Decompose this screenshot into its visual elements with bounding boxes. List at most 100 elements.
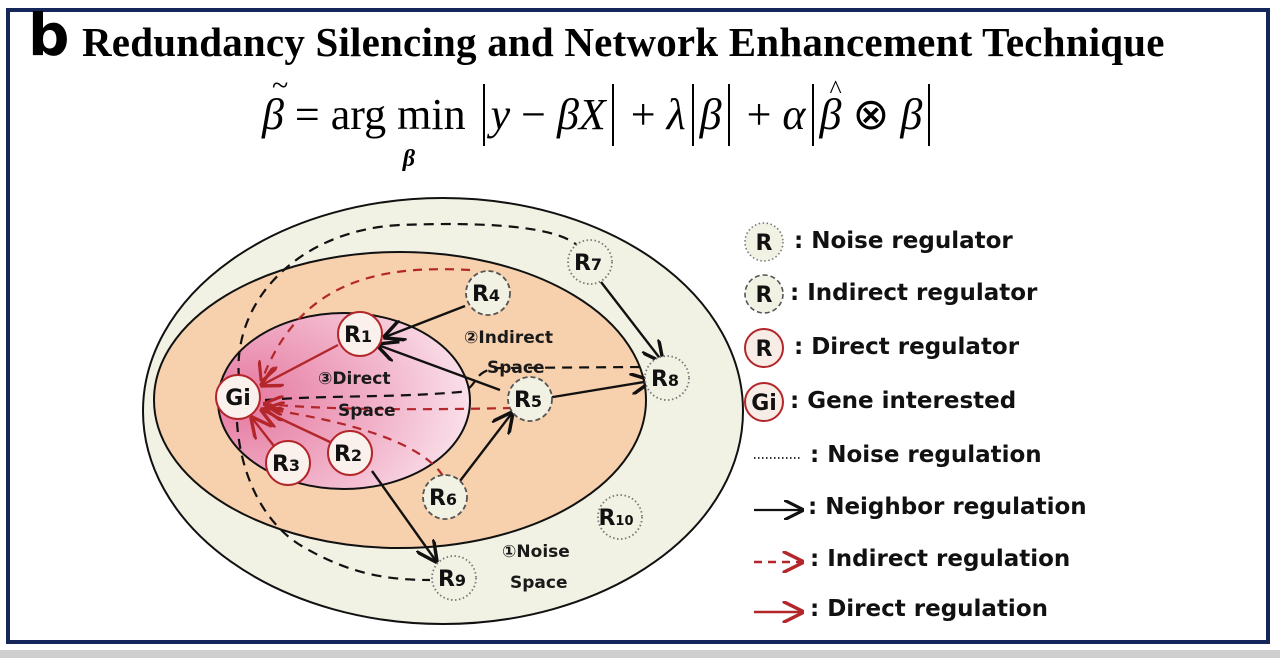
direct-space-label-2: Space: [338, 401, 396, 421]
beta-var: β: [556, 90, 579, 140]
node-label: R6: [429, 486, 457, 511]
edge-indirect-R5-Gi: [265, 404, 513, 409]
node-circle: [567, 239, 613, 285]
node-label: R8: [651, 367, 679, 392]
beta-tilde: β: [262, 71, 288, 137]
node-label: R7: [574, 251, 602, 276]
node-R10: R10: [597, 494, 643, 540]
node-R9: R9: [431, 555, 477, 601]
node-circle: [431, 555, 477, 601]
direct-space-label: ③Direct: [318, 369, 390, 389]
noise-space-label: ①Noise: [502, 542, 570, 562]
svg-text:R: R: [756, 231, 773, 256]
legend-label: : Direct regulation: [810, 596, 1048, 622]
node-R6: R6: [422, 474, 468, 520]
node-label: R2: [334, 442, 362, 467]
y-var: y: [490, 90, 511, 140]
node-R7: R7: [567, 239, 613, 285]
svg-text:R: R: [756, 283, 773, 308]
direct-regulation-arrow-icon: [754, 590, 812, 630]
edge-noise-Gi-R8: [264, 365, 643, 402]
node-circle: [507, 376, 553, 422]
indirect-regulation-arrow-icon: [754, 540, 812, 580]
node-circle: [465, 270, 511, 316]
edge-direct-R1-Gi: [262, 343, 339, 385]
node-label: R5: [514, 388, 542, 413]
legend-label: : Noise regulator: [794, 228, 1013, 254]
edge-noise-Gi-R9: [235, 421, 431, 582]
legend-label: : Noise regulation: [810, 442, 1042, 468]
bottom-edge: [0, 650, 1280, 658]
legend-label: : Gene interested: [790, 388, 1017, 414]
argmin-text: arg min: [330, 90, 466, 140]
node-label: Gi: [225, 386, 251, 411]
node-R8: R8: [644, 355, 690, 401]
edge-neighbor-R2-R9: [371, 470, 436, 561]
svg-text:R: R: [756, 337, 773, 362]
node-circle: [644, 355, 690, 401]
beta-var: β: [900, 90, 923, 140]
node-label: R4: [472, 282, 500, 307]
node-R3: R3: [265, 440, 311, 486]
node-R5: R5: [507, 376, 553, 422]
svg-text:Gi: Gi: [751, 391, 777, 416]
indirect-regulator-symbol: R: [744, 274, 784, 314]
indirect-space-label: ②Indirect: [464, 328, 553, 348]
plus-sign: +: [735, 90, 783, 140]
node-R1: R1: [337, 311, 383, 357]
abs-bar: [482, 84, 485, 146]
node-label: R3: [272, 452, 300, 477]
node-Gi: Gi: [215, 374, 261, 420]
alpha-var: α: [782, 90, 806, 140]
otimes-sign: ⊗: [841, 90, 901, 140]
edge-neighbor-R6-R5: [459, 413, 512, 482]
node-circle: [337, 311, 383, 357]
legend-label: : Indirect regulation: [810, 546, 1071, 572]
edge-noise-Gi-R7: [237, 222, 581, 379]
equals-sign: =: [294, 90, 320, 140]
objective-formula: β = arg min β y − βX + λβ + αβ ⊗ β: [262, 71, 936, 172]
edge-direct-R2-Gi: [262, 410, 331, 444]
node-circle: [422, 474, 468, 520]
noise-space-label-2: Space: [510, 573, 568, 593]
panel-letter: b: [28, 1, 70, 69]
argmin-operator: arg min β: [330, 90, 466, 172]
node-circle: [327, 430, 373, 476]
edge-direct-R3-Gi: [252, 418, 275, 447]
legend-label: : Neighbor regulation: [808, 494, 1087, 520]
node-label: R10: [598, 506, 633, 531]
node-R2: R2: [327, 430, 373, 476]
noise-regulation-symbol: [754, 457, 802, 459]
figure-title: Redundancy Silencing and Network Enhance…: [82, 19, 1165, 65]
beta-hat: β: [820, 77, 842, 137]
abs-bar: [811, 84, 814, 146]
edge-neighbor-R7-R8: [600, 281, 662, 361]
node-circle: [215, 374, 261, 420]
edge-neighbor-R4-R1: [385, 304, 466, 337]
gene-interested-symbol: Gi: [744, 382, 784, 422]
abs-bar: [928, 84, 931, 146]
abs-bar: [727, 84, 730, 146]
neighbor-regulation-arrow-icon: [754, 488, 812, 528]
edge-neighbor-R5-R8: [546, 381, 650, 400]
abs-bar: [611, 84, 614, 146]
node-label: R1: [344, 323, 372, 348]
abs-bar: [691, 84, 694, 146]
node-circle: [597, 494, 643, 540]
legend-label: : Indirect regulator: [790, 280, 1038, 306]
node-label: R9: [438, 567, 466, 592]
node-R4: R4: [465, 270, 511, 316]
minus-sign: −: [510, 90, 557, 140]
indirect-space-label-2: Space: [487, 358, 545, 378]
legend-label: : Direct regulator: [794, 334, 1020, 360]
lambda-var: λ: [666, 90, 686, 140]
node-circle: [265, 440, 311, 486]
direct-regulator-symbol: R: [744, 328, 784, 368]
beta-var: β: [699, 90, 722, 140]
x-var: X: [578, 90, 606, 140]
noise-regulator-symbol: R: [744, 222, 784, 262]
edge-indirect-R4-Gi: [262, 268, 471, 380]
edge-neighbor-R5-R1: [378, 345, 501, 392]
argmin-subscript: β: [402, 146, 416, 173]
